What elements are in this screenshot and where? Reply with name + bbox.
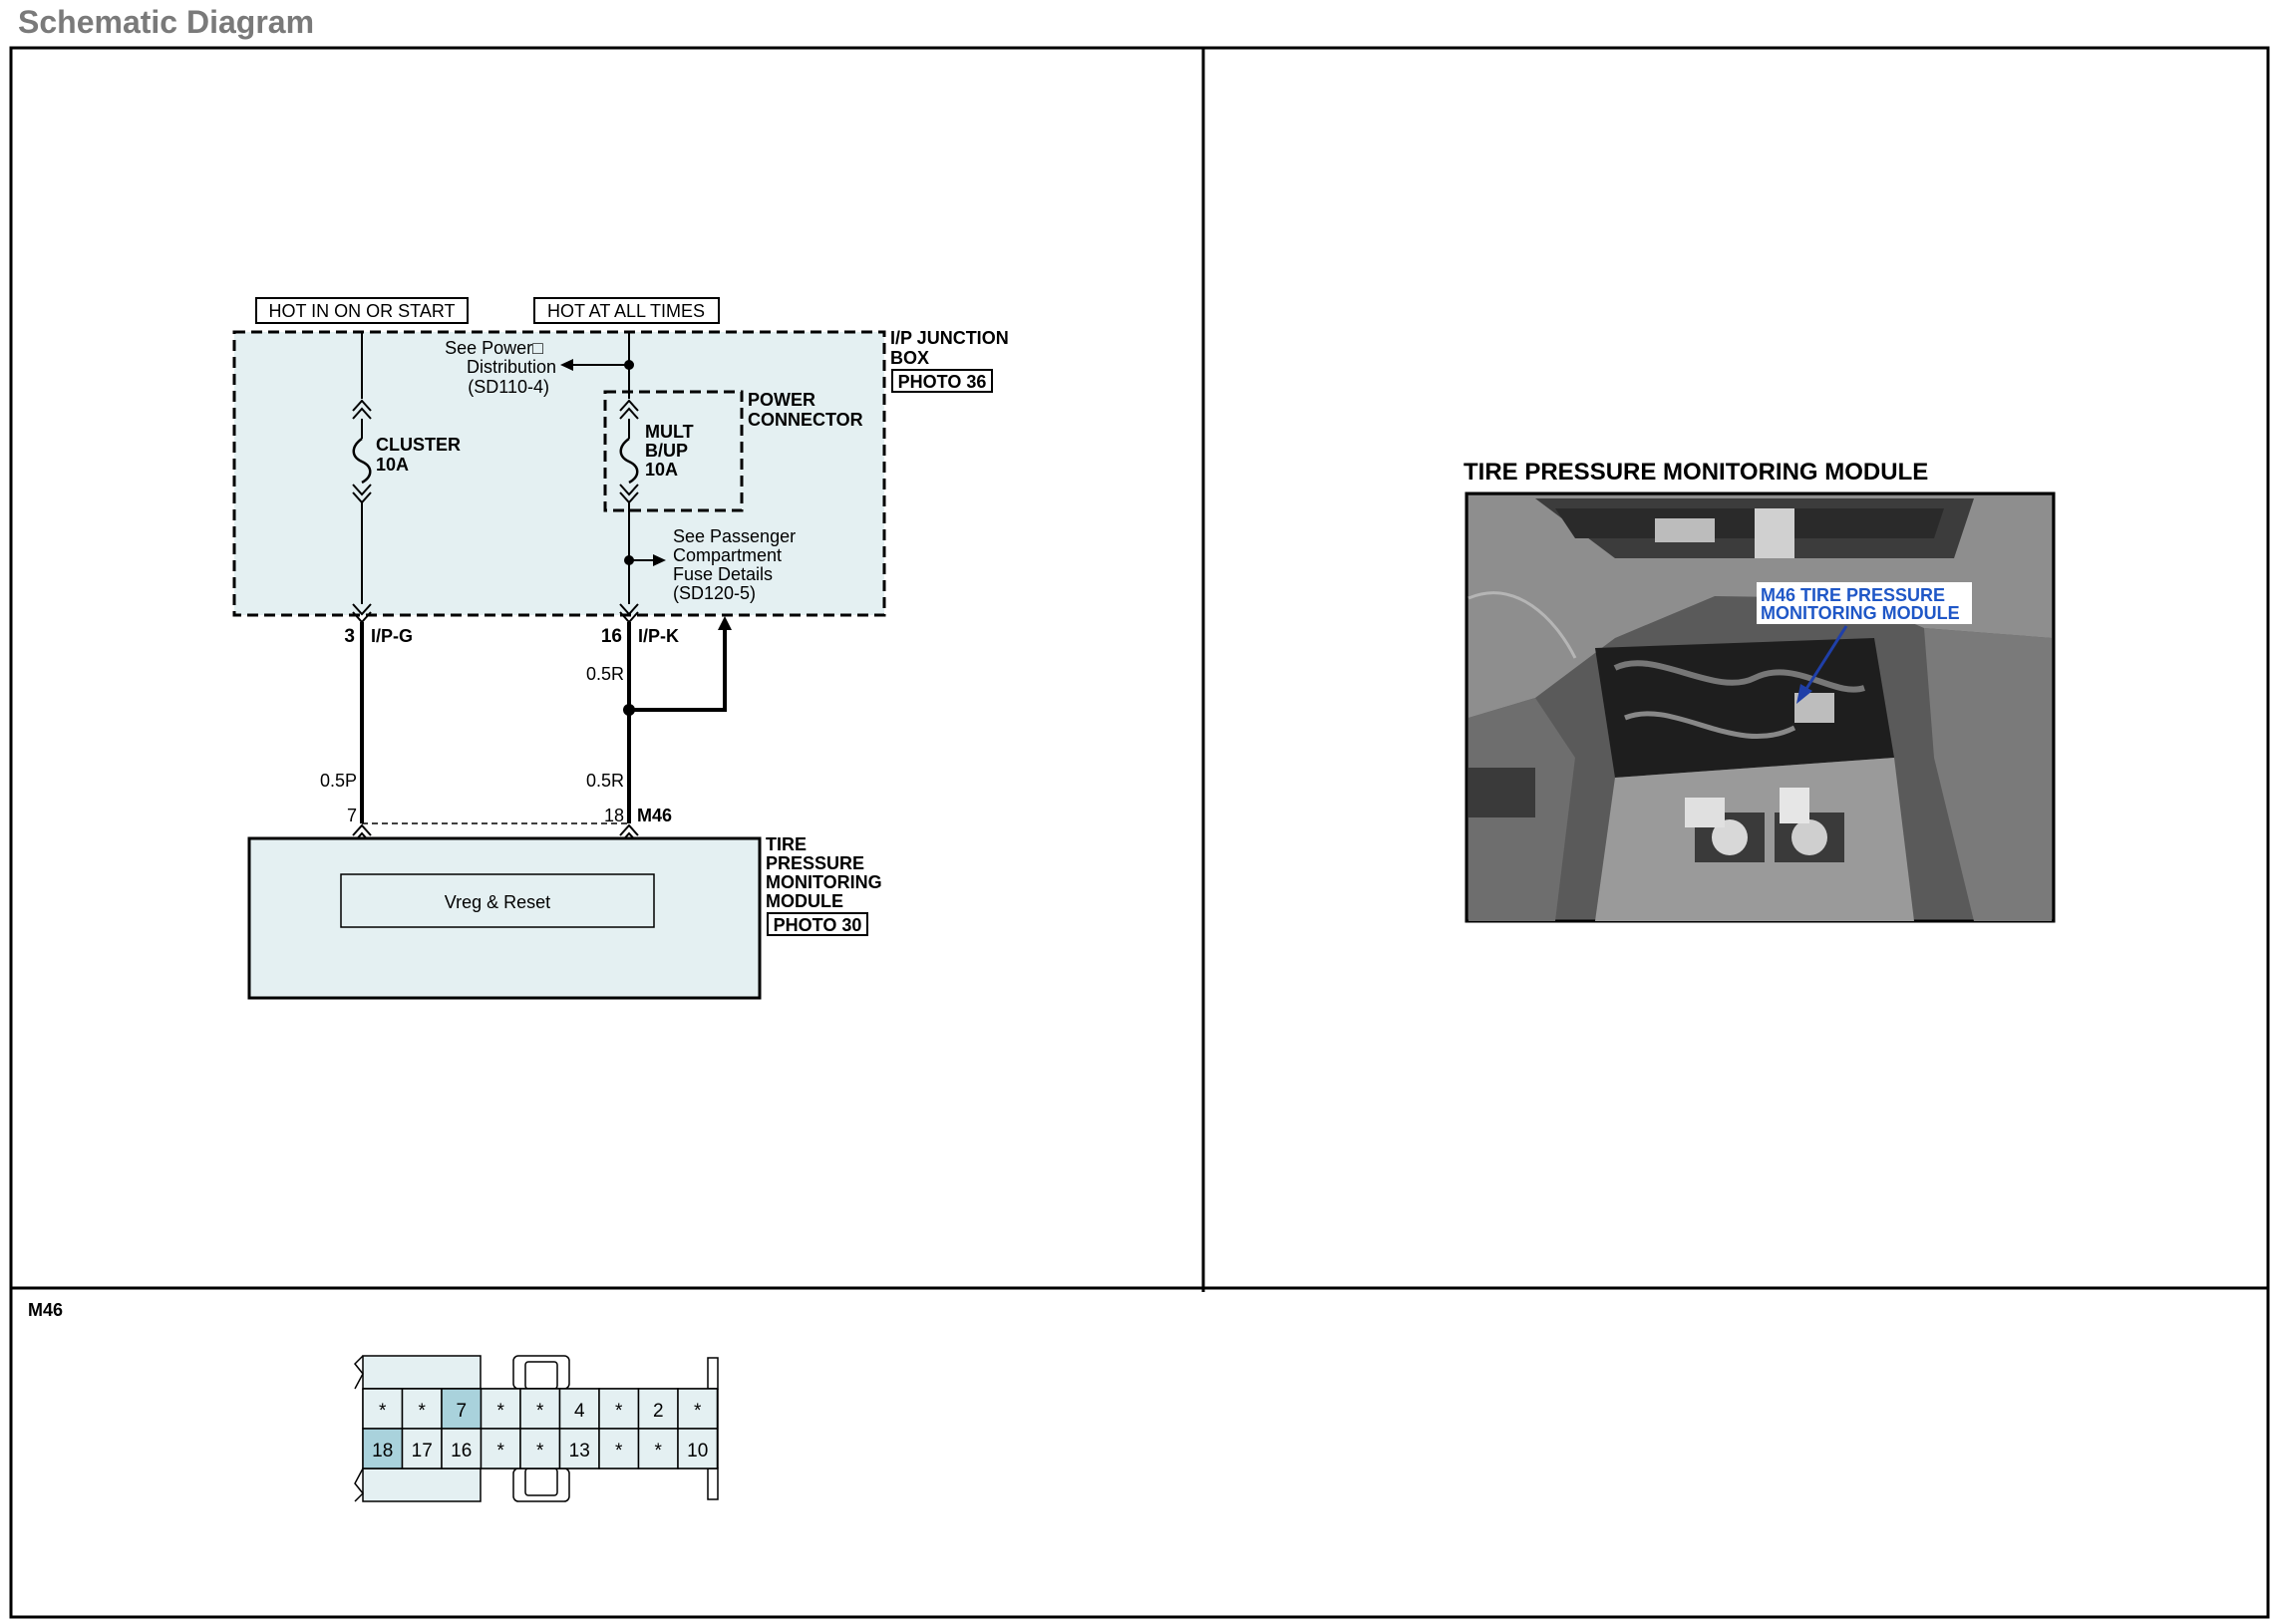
module-connector-label: M46 <box>637 806 672 825</box>
right-pin-number: 16 <box>601 626 622 647</box>
connector-panel: M46 * * 7 * * 4 * 2 * 18 17 16 * * 13 * * 10 <box>28 1300 719 1502</box>
passenger-ref-4: (SD120-5) <box>673 583 756 603</box>
connector-cavity-label: 17 <box>412 1441 433 1462</box>
module-name-4: MODULE <box>766 891 843 911</box>
junction-box-name-1: I/P JUNCTION <box>890 328 1009 348</box>
connector-cavity <box>558 1388 600 1430</box>
connector-cavity <box>519 1428 561 1469</box>
connector-cavity <box>401 1428 443 1469</box>
connector-title: M46 <box>28 1300 63 1320</box>
left-wire-label: 0.5P <box>320 771 357 791</box>
connector-cavity <box>401 1388 443 1430</box>
connector-cavity <box>362 1428 404 1469</box>
splice-arrow <box>718 616 732 630</box>
module-photo-box <box>767 912 868 936</box>
connector-cavity <box>441 1428 483 1469</box>
left-pin-connector: I/P-G <box>371 626 413 646</box>
mult-fuse-label-3: 10A <box>645 460 678 480</box>
mult-fuse-icon <box>619 437 639 485</box>
connector-cavity-label: * <box>536 1401 544 1422</box>
right-module-pin: 18 <box>604 806 624 825</box>
power-dist-ref-2: Distribution <box>467 357 556 377</box>
connector-cavity-label: * <box>419 1401 427 1422</box>
mult-fuse-label-2: B/UP <box>645 441 688 461</box>
passenger-ref-2: Compartment <box>673 545 782 565</box>
junction-box-photo: PHOTO 36 <box>898 372 987 392</box>
mult-fuse-label-1: MULT <box>645 422 694 442</box>
connector-cavity-label: * <box>655 1441 663 1462</box>
connector-cavity-label: 7 <box>456 1401 467 1422</box>
hot-always-label: HOT AT ALL TIMES <box>547 301 705 321</box>
connector-cavity-label: * <box>497 1441 505 1462</box>
callout-leader <box>1802 625 1848 693</box>
connector-cavity-label: * <box>694 1401 702 1422</box>
cluster-fuse-icon <box>352 437 372 485</box>
callout-line-2: MONITORING MODULE <box>1761 603 1960 623</box>
passenger-ref-3: Fuse Details <box>673 564 773 584</box>
power-connector-box <box>603 390 744 512</box>
connector-cavity-label: * <box>379 1401 387 1422</box>
vreg-reset-block <box>340 873 655 928</box>
connector-cavity-label: 13 <box>569 1441 590 1462</box>
left-module-pin: 7 <box>347 806 357 825</box>
connector-cavity-label: 16 <box>451 1441 472 1462</box>
connector-cavity-label: 2 <box>653 1401 664 1422</box>
module-photo: PHOTO 30 <box>774 915 862 935</box>
connector-cavity <box>677 1388 719 1430</box>
connector-cavity <box>519 1388 561 1430</box>
module-name-2: PRESSURE <box>766 853 864 873</box>
connector-cavity-label: 4 <box>574 1401 585 1422</box>
tpms-location-photo <box>1464 491 2056 923</box>
left-pin-number: 3 <box>344 626 355 647</box>
connector-cavity-label: 10 <box>687 1441 708 1462</box>
connector-cavity-label: * <box>536 1441 544 1462</box>
connector-cavity-label: 18 <box>372 1441 393 1462</box>
hot-run-label-box <box>255 297 469 324</box>
photo-panel: TIRE PRESSURE MONITORING MODULE <box>1463 459 2056 923</box>
photo-title: TIRE PRESSURE MONITORING MODULE <box>1463 459 1928 486</box>
connector-cavity-label: * <box>615 1401 623 1422</box>
hot-always-label-box <box>533 297 720 324</box>
power-dist-ref-3: (SD110-4) <box>468 377 549 397</box>
m46-connector-face: * * 7 * * 4 * 2 * 18 17 16 * * 13 * * 10 <box>353 1355 719 1502</box>
cluster-fuse-label-2: 10A <box>376 455 409 475</box>
connector-cavity <box>480 1388 521 1430</box>
callout-line-1: M46 TIRE PRESSURE <box>1761 585 1945 605</box>
ip-junction-box <box>232 330 886 617</box>
hot-run-label: HOT IN ON OR START <box>268 301 455 321</box>
power-dist-ref-1: See Power□ <box>445 338 543 358</box>
junction-box-photo-box <box>891 369 993 393</box>
connector-cavity-label: * <box>497 1401 505 1422</box>
connector-cavity <box>598 1388 640 1430</box>
right-wire-label-bottom: 0.5R <box>586 771 624 791</box>
power-connector-label-1: POWER <box>748 390 815 410</box>
callout-arrow-icon <box>1796 684 1812 704</box>
module-name-3: MONITORING <box>766 872 882 892</box>
connector-cavity <box>598 1428 640 1469</box>
power-connector-label-2: CONNECTOR <box>748 410 863 430</box>
right-wire-label-top: 0.5R <box>586 664 624 684</box>
sheet-frame <box>9 46 2270 1619</box>
connector-cavity-label: * <box>615 1441 623 1462</box>
cluster-fuse-label-1: CLUSTER <box>376 435 461 455</box>
passenger-ref-1: See Passenger <box>673 526 796 546</box>
power-dist-arrow <box>560 359 573 371</box>
right-pin-connector: I/P-K <box>638 626 679 646</box>
module-name-1: TIRE <box>766 834 807 854</box>
schematic-panel: HOT IN ON OR START HOT AT ALL TIMES I/P … <box>232 297 1009 1000</box>
callout-box <box>1757 582 1972 624</box>
page-title: Schematic Diagram <box>18 4 315 40</box>
splice-wire <box>629 628 727 712</box>
vreg-reset-label: Vreg & Reset <box>445 892 550 912</box>
cluster-fuse-terminal-top <box>352 399 372 420</box>
passenger-ref-arrow <box>653 554 666 566</box>
junction-box-name-2: BOX <box>890 348 929 368</box>
connector-cavity <box>677 1428 719 1469</box>
